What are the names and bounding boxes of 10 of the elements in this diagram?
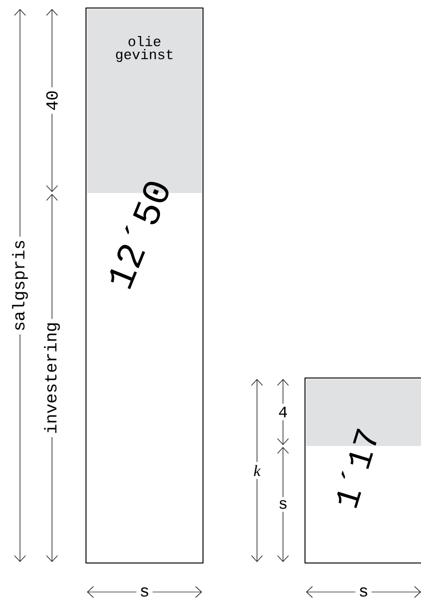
dimension-label: salgspris — [9, 236, 31, 334]
rotated-number: 1´17 — [337, 428, 376, 508]
dimension-label: s — [136, 584, 153, 600]
dimension-label: k — [250, 462, 264, 480]
dimension-label: s — [355, 584, 372, 600]
rotated-number: 12´50 — [110, 182, 169, 290]
dimension-label: 4 — [275, 404, 291, 420]
dimension-label: s — [275, 497, 291, 512]
dimension-label: 40 — [43, 87, 61, 114]
dimension-label: investering — [41, 318, 63, 438]
